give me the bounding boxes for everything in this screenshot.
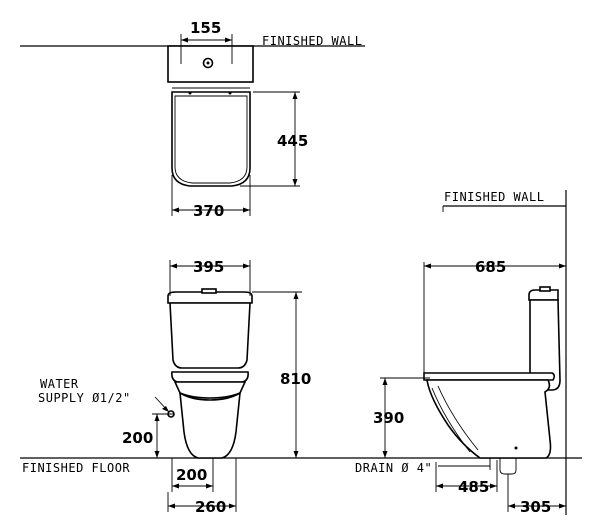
dim-445-arrow-b — [292, 179, 298, 186]
side-tank-lid — [528, 289, 559, 301]
front-view: FINISHED FLOOR 395 810 WATER SUPPLY Ø1/2… — [20, 258, 582, 516]
dim-485-text: 485 — [458, 478, 489, 496]
front-tank-body — [169, 302, 251, 369]
dim-445-text: 445 — [277, 132, 308, 150]
dim-155-arrow-r — [225, 37, 232, 43]
dim-200w-arrow-r — [206, 483, 213, 489]
dim-155-arrow-l — [181, 37, 188, 43]
dim-305-text: 305 — [520, 498, 551, 516]
front-flush-button — [201, 288, 217, 294]
dim-395-arrow-l — [170, 263, 177, 269]
finished-floor-label: FINISHED FLOOR — [22, 461, 130, 475]
dim-810-arrow-b — [293, 451, 299, 458]
dim-390-text: 390 — [373, 409, 404, 427]
drain-pipe-stub — [499, 458, 517, 475]
dim-685-arrow-r — [559, 263, 566, 269]
front-tank-lid — [167, 291, 253, 304]
side-view: FINISHED WALL 685 390 DRAIN Ø 4" — [355, 190, 567, 516]
side-bowl — [426, 379, 552, 459]
top-view: FINISHED WALL 155 445 370 — [20, 19, 365, 220]
water-supply-label-line1: WATER — [40, 377, 79, 391]
water-supply-label-line2: SUPPLY Ø1/2" — [38, 391, 131, 405]
side-trapway-line-inner — [437, 385, 479, 451]
top-seat-inner — [174, 95, 248, 184]
dim-390-arrow-b — [382, 451, 388, 458]
top-seat-outline — [171, 91, 251, 187]
dim-485-arrow-l — [436, 483, 443, 489]
dim-305-arrow-r — [559, 503, 566, 509]
dim-370-text: 370 — [193, 202, 224, 220]
dim-200w-arrow-l — [172, 483, 179, 489]
top-finished-wall-label: FINISHED WALL — [262, 34, 362, 48]
dim-260-text: 260 — [195, 498, 226, 516]
side-seat — [423, 372, 556, 381]
dim-485-arrow-r — [490, 483, 497, 489]
dim-810-text: 810 — [280, 370, 311, 388]
dim-395-arrow-r — [243, 263, 250, 269]
side-drain-mark — [514, 446, 518, 450]
dim-685-arrow-l — [424, 263, 431, 269]
dim-370-arrow-l — [172, 207, 179, 213]
dim-260-arrow-r — [229, 503, 236, 509]
dim-200w-text: 200 — [176, 466, 207, 484]
dim-305-arrow-l — [508, 503, 515, 509]
dim-395-text: 395 — [193, 258, 224, 276]
water-supply-leader-arrow — [162, 406, 169, 412]
dim-370-arrow-r — [243, 207, 250, 213]
dim-200h-arrow-b — [154, 451, 160, 458]
front-pedestal — [179, 391, 241, 459]
dim-445-arrow-t — [292, 92, 298, 99]
side-tank-body — [529, 299, 561, 391]
side-finished-wall-label: FINISHED WALL — [444, 190, 544, 204]
dim-200h-arrow-t — [154, 414, 160, 421]
dim-155-text: 155 — [190, 19, 221, 37]
dim-685-text: 685 — [475, 258, 506, 276]
front-seat — [171, 371, 249, 383]
side-trapway-line — [431, 387, 471, 453]
top-hinge-left — [188, 91, 192, 95]
side-flush-button — [539, 286, 551, 292]
top-supply-hole-center — [206, 61, 210, 65]
dim-200h-text: 200 — [122, 429, 153, 447]
drain-label: DRAIN Ø 4" — [355, 461, 432, 475]
dim-390-arrow-t — [382, 378, 388, 385]
dim-260-arrow-l — [168, 503, 175, 509]
dim-810-arrow-t — [293, 292, 299, 299]
top-hinge-right — [228, 91, 232, 95]
